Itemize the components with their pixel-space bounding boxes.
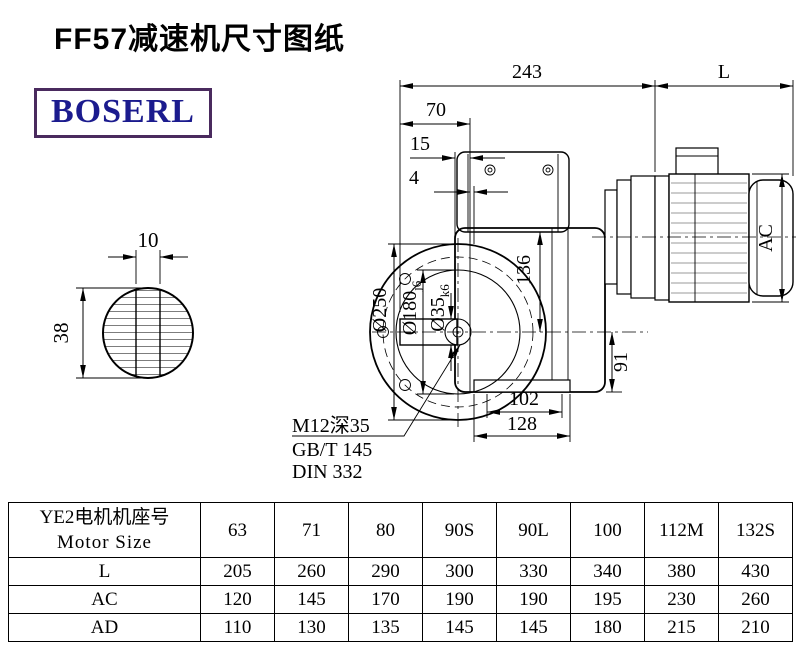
- table-col-header: 63: [200, 502, 275, 558]
- table-cell: 300: [422, 557, 497, 586]
- table-col-header: 90L: [496, 502, 571, 558]
- table-row-AC: AC 120 145 170 190 190 195 230 260: [8, 585, 793, 614]
- table-cell: 210: [718, 613, 793, 642]
- dim-label-4: 4: [409, 167, 419, 189]
- centerlines: [372, 236, 796, 428]
- table-cell: 135: [348, 613, 423, 642]
- dim-label-shaft-dia: Ø35k6: [427, 284, 452, 332]
- table-cell: 195: [570, 585, 645, 614]
- note-standard-din: DIN 332: [292, 461, 363, 483]
- motor-size-label-en: Motor Size: [57, 532, 152, 553]
- table-header-motor-size: YE2电机机座号 Motor Size: [8, 502, 201, 558]
- table-cell: 145: [274, 585, 349, 614]
- table-cell: 180: [570, 613, 645, 642]
- table-cell: 130: [274, 613, 349, 642]
- dim-label-spigot-dia: Ø180j6: [399, 280, 424, 335]
- table-row-label: L: [8, 557, 201, 586]
- table-cell: 215: [644, 613, 719, 642]
- table-col-header: 132S: [718, 502, 793, 558]
- shaft-end-view: 10 38: [49, 228, 194, 379]
- table-row-label: AD: [8, 613, 201, 642]
- dim-label-15: 15: [410, 133, 430, 155]
- table-cell: 290: [348, 557, 423, 586]
- table-col-header: 80: [348, 502, 423, 558]
- dim-label-136: 136: [513, 255, 535, 285]
- table-cell: 430: [718, 557, 793, 586]
- table-cell: 145: [422, 613, 497, 642]
- top-bolt-hole: [484, 164, 496, 176]
- flange-bolt-hole: [399, 273, 411, 285]
- motor-size-table-wrap: YE2电机机座号 Motor Size 63 71 80 90S 90L 100…: [8, 502, 793, 642]
- dimensions: 243 L 70 15 4 AC 136 91 102 128 Ø250 Ø18…: [292, 61, 794, 483]
- dim-label-243: 243: [512, 61, 542, 83]
- brand-logo: BOSERL: [34, 88, 212, 138]
- page-title: FF57减速机尺寸图纸: [54, 23, 346, 56]
- table-cell: 145: [496, 613, 571, 642]
- table-cell: 190: [496, 585, 571, 614]
- table-col-header: 100: [570, 502, 645, 558]
- table-cell: 330: [496, 557, 571, 586]
- table-cell: 260: [718, 585, 793, 614]
- leader-line: [292, 344, 461, 437]
- top-bolt-hole: [542, 164, 554, 176]
- table-cell: 260: [274, 557, 349, 586]
- dim-label-70: 70: [426, 99, 446, 121]
- technical-drawing: 10 38: [49, 61, 796, 483]
- table-row-L: L 205 260 290 300 330 340 380 430: [8, 557, 793, 586]
- note-standard-gb: GB/T 145: [292, 439, 372, 461]
- dim-label-128: 128: [507, 413, 537, 435]
- table-col-header: 112M: [644, 502, 719, 558]
- flange-bolt-hole: [399, 379, 411, 391]
- terminal-box: [675, 147, 719, 177]
- dim-label-102: 102: [509, 388, 539, 410]
- table-cell: 110: [200, 613, 275, 642]
- table-header-row: YE2电机机座号 Motor Size 63 71 80 90S 90L 100…: [8, 502, 793, 558]
- dim-label-91: 91: [610, 352, 632, 372]
- table-row-AD: AD 110 130 135 145 145 180 215 210: [8, 613, 793, 642]
- motor-body: [668, 173, 750, 303]
- note-tapped-hole: M12深35: [292, 414, 370, 437]
- dim-label-shaft-height: 38: [49, 323, 73, 344]
- motor-size-label-cn: YE2电机机座号: [39, 507, 170, 528]
- table-cell: 380: [644, 557, 719, 586]
- dim-label-AC: AC: [755, 224, 777, 252]
- table-cell: 230: [644, 585, 719, 614]
- table-cell: 170: [348, 585, 423, 614]
- table-cell: 340: [570, 557, 645, 586]
- table-col-header: 71: [274, 502, 349, 558]
- table-cell: 205: [200, 557, 275, 586]
- motor-end-bell: [654, 175, 670, 301]
- dim-label-flange-dia: Ø250: [369, 288, 391, 332]
- table-row-label: AC: [8, 585, 201, 614]
- dim-label-L: L: [718, 61, 730, 83]
- dim-label-key-width: 10: [138, 228, 159, 252]
- table-cell: 120: [200, 585, 275, 614]
- motor-size-table: YE2电机机座号 Motor Size 63 71 80 90S 90L 100…: [8, 502, 793, 642]
- table-cell: 190: [422, 585, 497, 614]
- table-col-header: 90S: [422, 502, 497, 558]
